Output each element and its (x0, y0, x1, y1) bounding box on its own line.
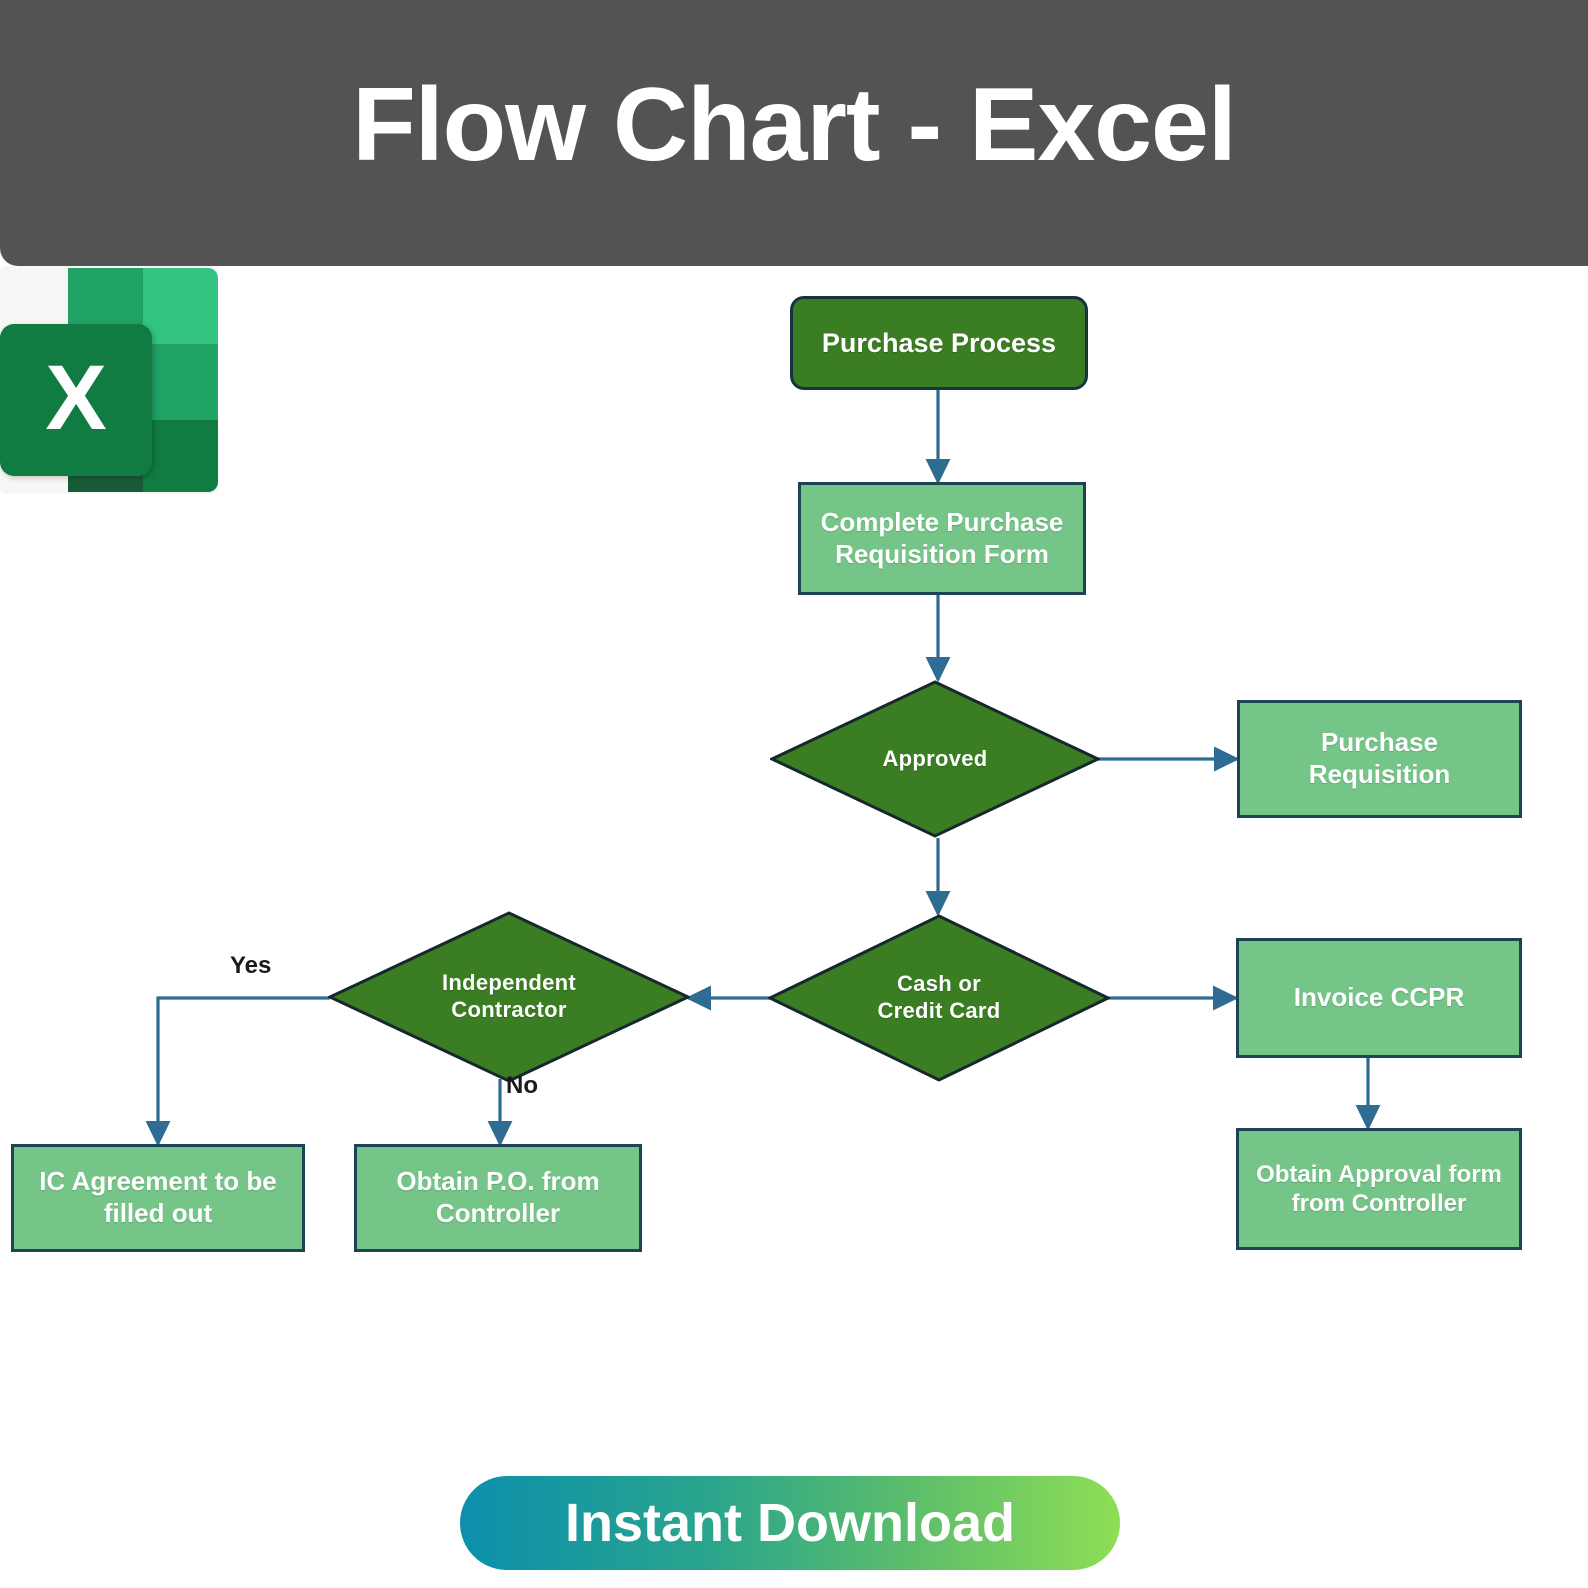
diamond-shape (770, 680, 1100, 838)
flow-node-label: Approved (882, 745, 988, 771)
flow-node-label-line1: Purchase (1320, 727, 1439, 758)
flow-node-independent-contractor[interactable]: Independent Contractor (328, 911, 690, 1083)
excel-logo-x-tile: X (0, 324, 152, 476)
flow-node-complete-purchase-requisition-form[interactable]: Complete Purchase Requisition Form (798, 482, 1086, 595)
edge-label-no: No (506, 1072, 538, 1099)
flow-node-label-line1: IC Agreement to be (39, 1166, 277, 1197)
instant-download-button[interactable]: Instant Download (460, 1476, 1120, 1570)
flow-node-label-line1: Obtain P.O. from (396, 1166, 600, 1197)
flow-node-obtain-po-from-controller[interactable]: Obtain P.O. from Controller (354, 1144, 642, 1252)
flow-node-label: Invoice CCPR (1293, 982, 1465, 1013)
flow-node-label-line2: Contractor (451, 997, 567, 1022)
flow-node-label-line1: Independent (441, 970, 577, 996)
flow-node-purchase-process[interactable]: Purchase Process (790, 296, 1088, 390)
flow-node-approved[interactable]: Approved (770, 680, 1100, 838)
instant-download-label: Instant Download (565, 1493, 1015, 1553)
flow-node-cash-or-credit-card[interactable]: Cash or Credit Card (768, 914, 1110, 1082)
edge-label-yes: Yes (230, 952, 272, 979)
flow-node-obtain-approval-form[interactable]: Obtain Approval form from Controller (1236, 1128, 1522, 1250)
flow-node-label-line2: from Controller (1291, 1190, 1467, 1217)
excel-logo-letter: X (45, 347, 107, 449)
flow-node-label-line2: Credit Card (877, 998, 1001, 1023)
flow-node-label-line1: Complete Purchase (820, 506, 1064, 537)
flow-node-label-line2: Controller (435, 1198, 561, 1228)
flow-node-label-line1: Obtain Approval form (1256, 1160, 1502, 1188)
flowchart-connectors (145, 390, 1381, 1147)
flow-node-label-line2: filled out (103, 1198, 213, 1228)
flow-node-ic-agreement[interactable]: IC Agreement to be filled out (11, 1144, 305, 1252)
flow-node-label: Purchase Process (821, 327, 1057, 358)
diamond-shape (328, 911, 690, 1083)
excel-logo: X (0, 266, 218, 494)
flowchart-canvas: Purchase Process Complete Purchase Requi… (0, 266, 1588, 1446)
flow-node-invoice-ccpr[interactable]: Invoice CCPR (1236, 938, 1522, 1058)
flow-node-label-line1: Cash or (896, 971, 981, 997)
diamond-shape (768, 914, 1110, 1082)
page-title: Flow Chart - Excel (352, 67, 1237, 183)
flow-node-label-line2: Requisition (1308, 759, 1451, 789)
flow-node-purchase-requisition[interactable]: Purchase Requisition (1237, 700, 1522, 818)
header-bar: Flow Chart - Excel (0, 0, 1588, 266)
flow-node-label-line2: Requisition Form (835, 538, 1049, 569)
